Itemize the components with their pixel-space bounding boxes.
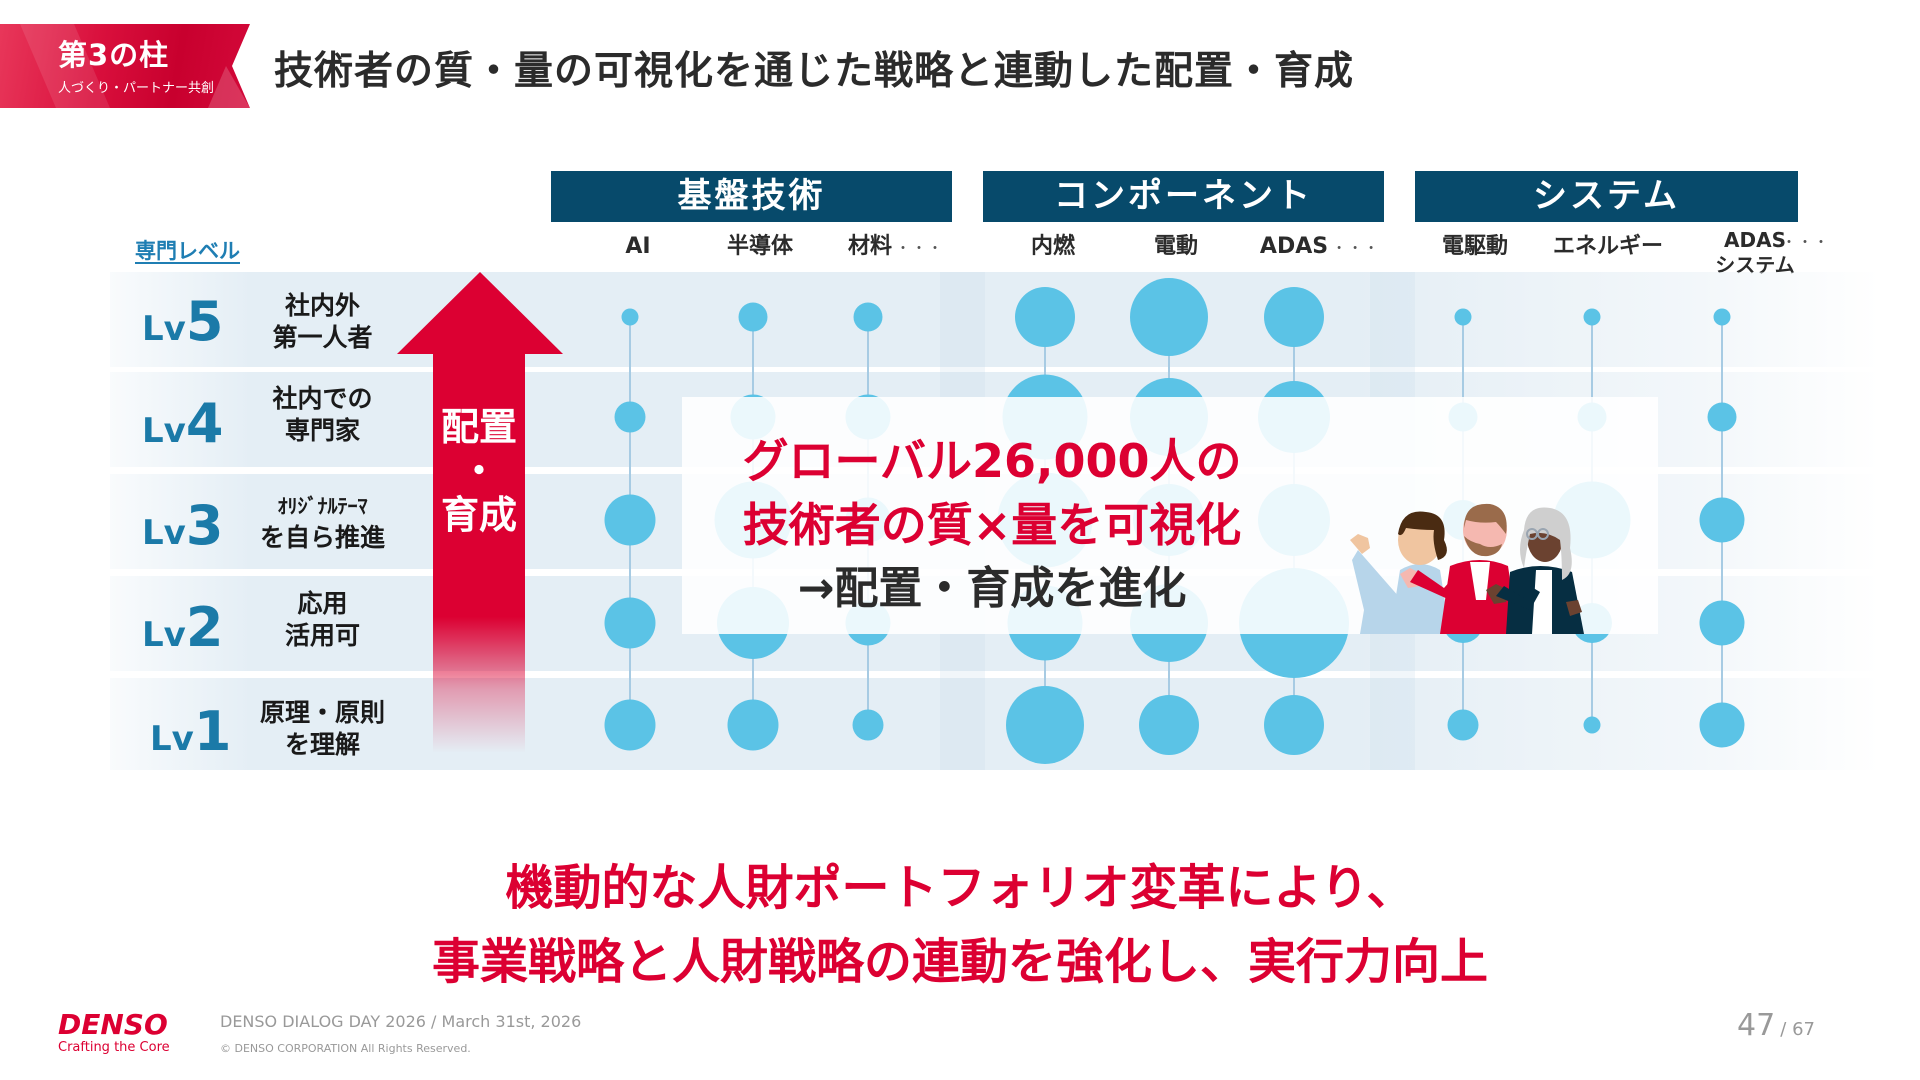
- bubble-ADASシステム-Lv4: [1707, 402, 1737, 432]
- level-desc-1: 原理・原則を理解: [259, 698, 385, 759]
- column-label-materials: 材料・・・: [847, 234, 945, 259]
- page-current: 47: [1737, 1008, 1776, 1043]
- bubble-ADASシステム-Lv2: [1699, 600, 1745, 646]
- category-header-foundation: 基盤技術: [551, 171, 952, 222]
- event-label: DENSO DIALOG DAY 2026 / March 31st, 2026: [220, 1012, 582, 1031]
- column-label-ice: 内燃: [1030, 234, 1076, 259]
- bubble-内燃-Lv5: [1015, 287, 1075, 347]
- column-label-ai: AI: [625, 234, 651, 259]
- pillar-badge: 第3の柱 人づくり・パートナー共創: [0, 24, 250, 108]
- bubble-半導体-Lv1: [727, 699, 779, 751]
- column-label-electrification: 電動: [1153, 234, 1199, 259]
- page-title: 技術者の質・量の可視化を通じた戦略と連動した配置・育成: [274, 49, 1355, 94]
- bubble-電動-Lv5: [1130, 278, 1208, 356]
- bubble-材料-Lv1: [852, 709, 884, 741]
- team-people-illustration: [1350, 503, 1584, 634]
- level-desc-5: 社内外第一人者: [272, 291, 373, 352]
- column-label-edrive: 電駆動: [1441, 234, 1509, 259]
- overlay-line-3: →配置・育成を進化: [797, 563, 1187, 614]
- badge-subtitle: 人づくり・パートナー共創: [58, 81, 215, 96]
- bubble-半導体-Lv5: [738, 302, 768, 332]
- bubble-AI-Lv3: [604, 494, 656, 546]
- logo-tagline: Crafting the Core: [58, 1040, 170, 1055]
- bubble-材料-Lv5: [853, 302, 883, 332]
- level-label-5: Lv5: [142, 290, 224, 353]
- bubble-電駆動-Lv5: [1454, 308, 1472, 326]
- up-arrow-shaft: [433, 353, 525, 753]
- column-label-energy: エネルギー: [1552, 234, 1664, 259]
- overlay-line-1: グローバル26,000人の: [742, 434, 1242, 488]
- category-header-system: システム: [1415, 171, 1798, 222]
- bubble-AI-Lv2: [604, 597, 656, 649]
- level-desc-2: 応用活用可: [284, 589, 360, 650]
- page-total: / 67: [1780, 1019, 1815, 1040]
- column-label-semiconductor: 半導体: [726, 234, 794, 259]
- conclusion-line-1: 機動的な人財ポートフォリオ変革により、: [505, 860, 1415, 916]
- level-heading: 専門レベル: [135, 239, 240, 263]
- copyright: © DENSO CORPORATION All Rights Reserved.: [220, 1042, 471, 1055]
- bubble-ADAS-Lv5: [1264, 287, 1324, 347]
- bubble-ADASシステム-Lv5: [1713, 308, 1731, 326]
- bubble-電駆動-Lv1: [1447, 709, 1479, 741]
- more-ellipsis: ・・・: [896, 241, 945, 257]
- denso-logo: DENSO: [58, 1008, 168, 1041]
- more-ellipsis: ・・・: [1782, 235, 1830, 251]
- bubble-AI-Lv5: [621, 308, 639, 326]
- level-label-4: Lv4: [142, 392, 224, 455]
- arrow-label: 配置 ・ 育成: [440, 405, 517, 537]
- level-label-2: Lv2: [142, 596, 224, 659]
- bubble-AI-Lv4: [614, 401, 646, 433]
- bubble-ADAS-Lv1: [1264, 695, 1324, 755]
- bubble-エネルギー-Lv1: [1583, 716, 1601, 734]
- category-header-component: コンポーネント: [983, 171, 1384, 222]
- bubble-内燃-Lv1: [1006, 686, 1084, 764]
- column-label-adas: ADAS・・・: [1259, 234, 1381, 259]
- bubble-AI-Lv1: [604, 699, 656, 751]
- level-label-1: Lv1: [150, 700, 232, 763]
- level-label-3: Lv3: [142, 494, 224, 557]
- page-number: 47 / 67: [1737, 1008, 1815, 1043]
- bubble-エネルギー-Lv5: [1583, 308, 1601, 326]
- level-desc-3: ｵﾘｼﾞﾅﾙﾃｰﾏを自ら推進: [259, 494, 385, 552]
- badge-title: 第3の柱: [58, 38, 170, 72]
- conclusion-line-2: 事業戦略と人財戦略の連動を強化し、実行力向上: [431, 934, 1488, 990]
- overlay-line-2: 技術者の質×量を可視化: [742, 498, 1242, 552]
- bubble-ADASシステム-Lv3: [1699, 497, 1745, 543]
- more-ellipsis: ・・・: [1332, 241, 1381, 257]
- bubble-ADASシステム-Lv1: [1699, 702, 1745, 748]
- level-desc-4: 社内での専門家: [272, 384, 373, 445]
- bubble-電動-Lv1: [1139, 695, 1199, 755]
